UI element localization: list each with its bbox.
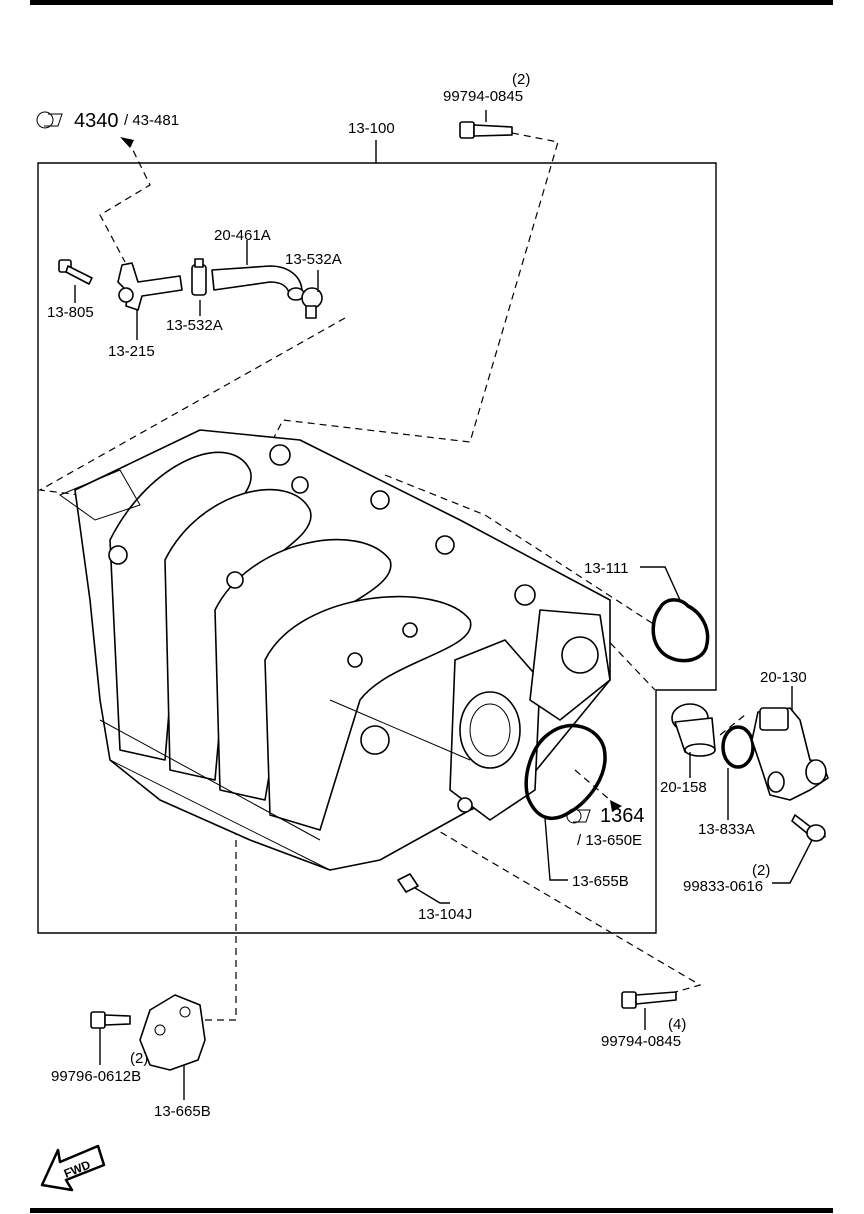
ref-left-sub: / 43-481 [124,112,179,129]
ref-left-number: 4340 [74,110,119,132]
label-bolt-top-qty: (2) [512,71,530,88]
label-bolt-top: 99794-0845 [443,88,523,105]
o-ring [721,725,755,769]
reference-arrow-icon [120,137,134,148]
leader-lines [74,110,813,1100]
label-oring: 13-833A [698,821,755,838]
label-clamp-right: 13-532A [285,251,342,268]
gasket-throttle [524,723,607,821]
label-bolt-thermo: 99833-0616 [683,878,763,895]
bracket [139,994,206,1071]
label-bracket: 13-665B [154,1103,211,1120]
fwd-arrow-icon: FWD [40,1144,106,1192]
reference-symbol-icon [566,808,591,824]
label-bolt-lower-qty: (4) [668,1016,686,1033]
label-bolt-lower: 99794-0845 [601,1033,681,1050]
bottom-border [30,1208,833,1213]
label-bolt-thermo-qty: (2) [752,862,770,879]
label-bolt-bracket-qty: (2) [130,1050,148,1067]
reference-arrow-icon [610,800,622,812]
clamp-right [301,287,323,319]
label-thermostat: 20-158 [660,779,707,796]
top-border [30,0,833,5]
label-clamp-left: 13-532A [166,317,223,334]
thermostat-housing [751,707,829,801]
clamp-left [191,258,207,296]
label-plug: 13-104J [418,906,472,923]
intake-manifold [58,429,611,871]
hose [211,265,305,301]
label-hose: 20-461A [214,227,271,244]
pcv-fitting [117,262,183,311]
bolt-bracket [90,1011,131,1029]
label-gasket-right: 13-111 [584,560,628,577]
label-main-assembly: 13-100 [348,120,395,137]
reference-symbol-icon [36,111,63,129]
label-thermostat-housing: 20-130 [760,669,807,686]
assembly-frame [37,162,717,934]
label-gasket-throttle: 13-655B [572,873,629,890]
gasket-right [651,598,710,663]
plug [397,873,419,893]
thermostat [671,703,716,757]
ref-right-number: 1364 [600,805,645,827]
bolt-lower [621,991,677,1009]
ref-right-sub: / 13-650E [577,832,642,849]
label-pcv-fitting: 13-215 [108,343,155,360]
label-bolt-bracket: 99796-0612B [51,1068,141,1085]
label-bolt-small: 13-805 [47,304,94,321]
bolt-top [459,121,513,139]
bolt-thermostat [791,814,826,842]
bolt-small [58,259,93,285]
